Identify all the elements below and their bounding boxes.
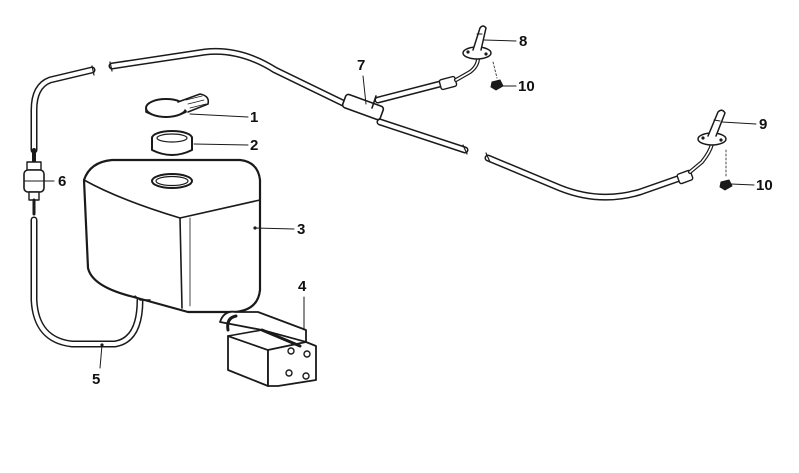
- callout-5: 5: [92, 371, 101, 388]
- nozzle-8: [462, 25, 492, 60]
- nut-10-upper: [490, 61, 504, 91]
- callout-8: 8: [519, 33, 528, 50]
- nozzle-9: [676, 109, 727, 185]
- callout-1: 1: [250, 109, 259, 126]
- washer-reservoir: [82, 158, 262, 314]
- filler-seal: [151, 130, 193, 156]
- callout-3: 3: [297, 221, 306, 238]
- main-hose: [30, 47, 684, 201]
- callout-4: 4: [298, 278, 307, 295]
- callout-9: 9: [759, 116, 768, 133]
- reservoir-cap: [145, 93, 210, 118]
- check-valve: [23, 148, 45, 216]
- callout-10-upper: 10: [518, 78, 535, 95]
- callout-2: 2: [250, 137, 259, 154]
- callout-6: 6: [58, 173, 67, 190]
- leader-lines: [43, 39, 757, 369]
- callout-10-lower: 10: [756, 177, 773, 194]
- callout-7: 7: [357, 57, 366, 74]
- washer-pump: [219, 310, 317, 387]
- nut-10-lower: [719, 149, 733, 191]
